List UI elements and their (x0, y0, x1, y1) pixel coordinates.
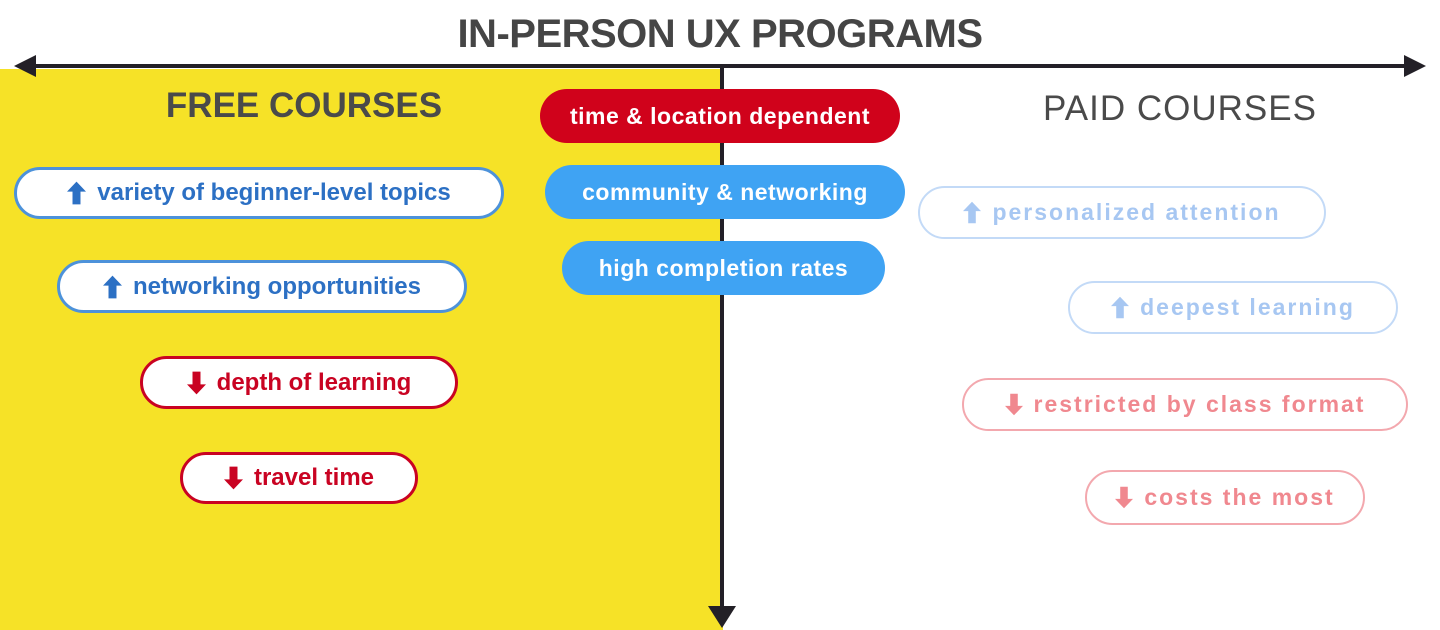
pill-label: high completion rates (598, 254, 849, 281)
free-pill-depth-of-learning: depth of learning (140, 356, 458, 409)
pill-label: costs the most (1144, 484, 1335, 510)
pill-label: networking opportunities (133, 272, 421, 300)
down-arrow-icon (1004, 393, 1023, 416)
center-pill-community-networking: community & networking (545, 165, 905, 219)
pill-label: deepest learning (1140, 294, 1355, 320)
pill-label: travel time (253, 464, 375, 491)
free-pill-variety-of-beginner-level-topics: variety of beginner-level topics (14, 167, 504, 219)
up-arrow-icon (67, 181, 87, 205)
free-pill-travel-time: travel time (180, 452, 418, 504)
left-arrowhead-icon (14, 55, 36, 77)
pill-label: variety of beginner-level topics (97, 179, 451, 206)
free-courses-panel (0, 69, 723, 630)
down-arrowhead-icon (708, 606, 736, 628)
pill-label: personalized attention (992, 199, 1281, 225)
pill-label: depth of learning (216, 368, 412, 396)
paid-pill-restricted-by-class-format: restricted by class format (962, 378, 1408, 431)
free-courses-header: FREE COURSES (165, 86, 443, 125)
pill-label: restricted by class format (1033, 391, 1366, 417)
up-arrow-icon (963, 201, 982, 224)
paid-pill-costs-the-most: costs the most (1085, 470, 1365, 525)
up-arrow-icon (103, 275, 122, 299)
right-arrowhead-icon (1404, 55, 1426, 77)
pill-label: time & location dependent (569, 102, 871, 129)
center-pill-time-location-dependent: time & location dependent (540, 89, 900, 143)
vertical-divider-line (720, 66, 724, 609)
free-pill-networking-opportunities: networking opportunities (57, 260, 467, 313)
up-arrow-icon (1111, 296, 1130, 319)
pill-label: community & networking (582, 178, 868, 205)
page-title: IN-PERSON UX PROGRAMS (457, 12, 983, 56)
paid-pill-personalized-attention: personalized attention (918, 186, 1326, 239)
paid-courses-header: PAID COURSES (1043, 89, 1317, 128)
down-arrow-icon (1115, 486, 1134, 509)
paid-pill-deepest-learning: deepest learning (1068, 281, 1398, 334)
down-arrow-icon (223, 466, 243, 490)
center-pill-high-completion-rates: high completion rates (562, 241, 885, 295)
down-arrow-icon (186, 371, 206, 395)
